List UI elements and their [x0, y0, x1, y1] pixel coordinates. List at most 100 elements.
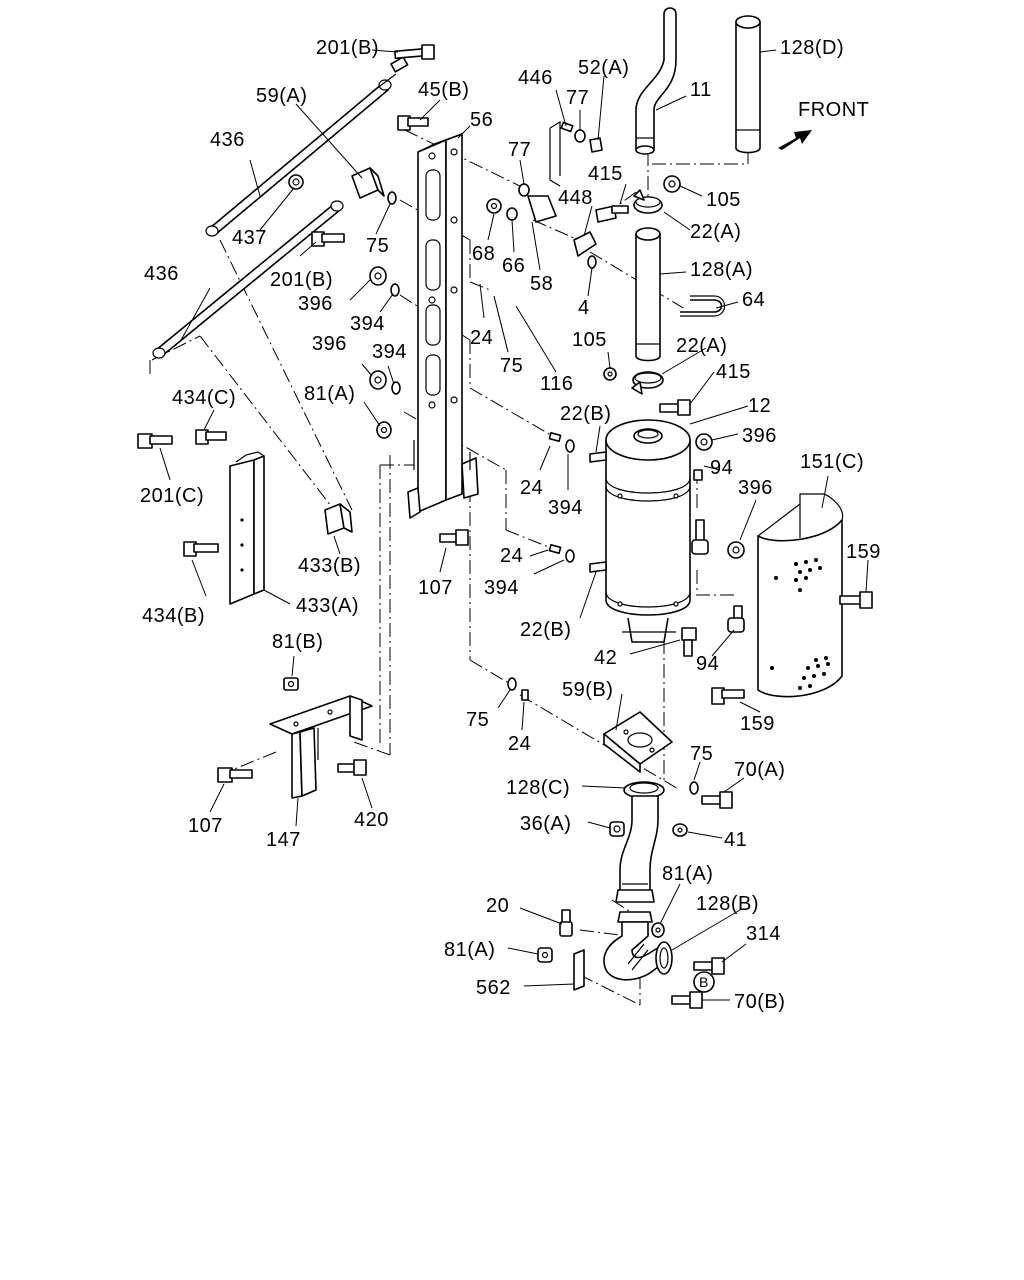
label-159-right: 159 [846, 541, 881, 563]
bolt-70a [701, 791, 733, 809]
label-45b: 45(B) [418, 79, 469, 101]
bolt-159-right [839, 591, 873, 609]
label-66: 66 [502, 255, 525, 277]
label-75b: 75 [500, 355, 523, 377]
label-436a: 436 [210, 129, 245, 151]
nut-81a-lower [537, 947, 553, 963]
front-arrow-icon [778, 130, 812, 150]
nut-81b [283, 677, 299, 691]
clamp-group-top [486, 120, 629, 269]
label-396a: 396 [298, 293, 333, 315]
washer-75-lower [507, 677, 699, 795]
label-128d: 128(D) [780, 37, 844, 59]
clamp-22a-upper [633, 189, 663, 214]
pipe-128c [615, 781, 665, 903]
label-105a: 105 [706, 189, 741, 211]
stay-rod-upper [205, 56, 409, 237]
label-20: 20 [486, 895, 509, 917]
bolt-20 [559, 909, 573, 937]
label-59b: 59(B) [562, 679, 613, 701]
label-4: 4 [578, 297, 590, 319]
label-314: 314 [746, 923, 781, 945]
bolt-201b-mid [311, 231, 345, 247]
label-394c: 394 [548, 497, 583, 519]
label-128b: 128(B) [696, 893, 759, 915]
label-433b: 433(B) [298, 555, 361, 577]
perforation-lower [770, 656, 830, 690]
label-56: 56 [470, 109, 493, 131]
label-68: 68 [472, 243, 495, 265]
label-77a: 77 [566, 87, 589, 109]
bolt-107-upper [439, 529, 469, 546]
muffler-12 [589, 419, 691, 643]
bracket-59a [351, 167, 385, 199]
label-394b: 394 [372, 341, 407, 363]
label-396d: 396 [738, 477, 773, 499]
label-448: 448 [558, 187, 593, 209]
ref-circle-b [693, 971, 715, 993]
nut-437 [288, 174, 304, 190]
clamp-22a-lower [631, 371, 664, 395]
nut-41 [672, 823, 688, 837]
label-434c: 434(C) [172, 387, 236, 409]
label-75d: 75 [690, 743, 713, 765]
label-52a: 52(A) [578, 57, 629, 79]
bolt-201c [137, 433, 173, 449]
label-446: 446 [518, 67, 553, 89]
label-24b: 24 [520, 477, 543, 499]
label-36a: 36(A) [520, 813, 571, 835]
label-70b: 70(B) [734, 991, 785, 1013]
label-59a-top: 59(A) [256, 85, 307, 107]
bolt-415-lower [659, 399, 691, 416]
bolt-45b [397, 115, 429, 131]
label-70a: 70(A) [734, 759, 785, 781]
muffler-fasteners [548, 432, 745, 657]
label-562: 562 [476, 977, 511, 999]
label-22a-lower: 22(A) [676, 335, 727, 357]
stay-rod-lower [152, 200, 344, 359]
pipe-128b [603, 911, 673, 981]
leader-lines [159, 49, 869, 1001]
label-22a-upper: 22(A) [690, 221, 741, 243]
bracket-433b [324, 503, 353, 535]
label-394a: 394 [350, 313, 385, 335]
heat-shield-151c [757, 493, 844, 698]
label-128c: 128(C) [506, 777, 570, 799]
label-94a: 94 [710, 457, 733, 479]
label-107-lower: 107 [188, 815, 223, 837]
label-151c: 151(C) [800, 451, 864, 473]
bolt-434c [195, 429, 227, 445]
label-434b: 434(B) [142, 605, 205, 627]
bracket-433a [229, 451, 265, 605]
bracket-59b [603, 711, 673, 773]
label-12: 12 [748, 395, 771, 417]
label-420: 420 [354, 809, 389, 831]
pipe-128d [735, 15, 761, 154]
label-396c: 396 [742, 425, 777, 447]
bolt-201b-top [393, 44, 435, 60]
bolt-420 [337, 759, 367, 776]
u-bolt-64 [680, 295, 726, 317]
frame-56 [407, 133, 479, 519]
nut-36a [609, 821, 625, 837]
label-22b-lower: 22(B) [520, 619, 571, 641]
label-107-upper: 107 [418, 577, 453, 599]
label-24a: 24 [470, 327, 493, 349]
label-433a: 433(A) [296, 595, 359, 617]
label-116: 116 [540, 373, 573, 395]
label-81a-top: 81(A) [304, 383, 355, 405]
pipe-11 [635, 7, 677, 155]
bolt-107-lower [217, 767, 253, 783]
label-81a-lower: 81(A) [444, 939, 495, 961]
label-436b: 436 [144, 263, 179, 285]
bolt-314 [693, 957, 725, 975]
label-147: 147 [266, 829, 301, 851]
label-77b: 77 [508, 139, 531, 161]
label-58: 58 [530, 273, 553, 295]
bolt-159-lower [711, 687, 745, 705]
label-128a: 128(A) [690, 259, 753, 281]
label-24c: 24 [500, 545, 523, 567]
label-front: FRONT [798, 99, 869, 121]
label-22b-top: 22(B) [560, 403, 611, 425]
label-415b: 415 [716, 361, 751, 383]
